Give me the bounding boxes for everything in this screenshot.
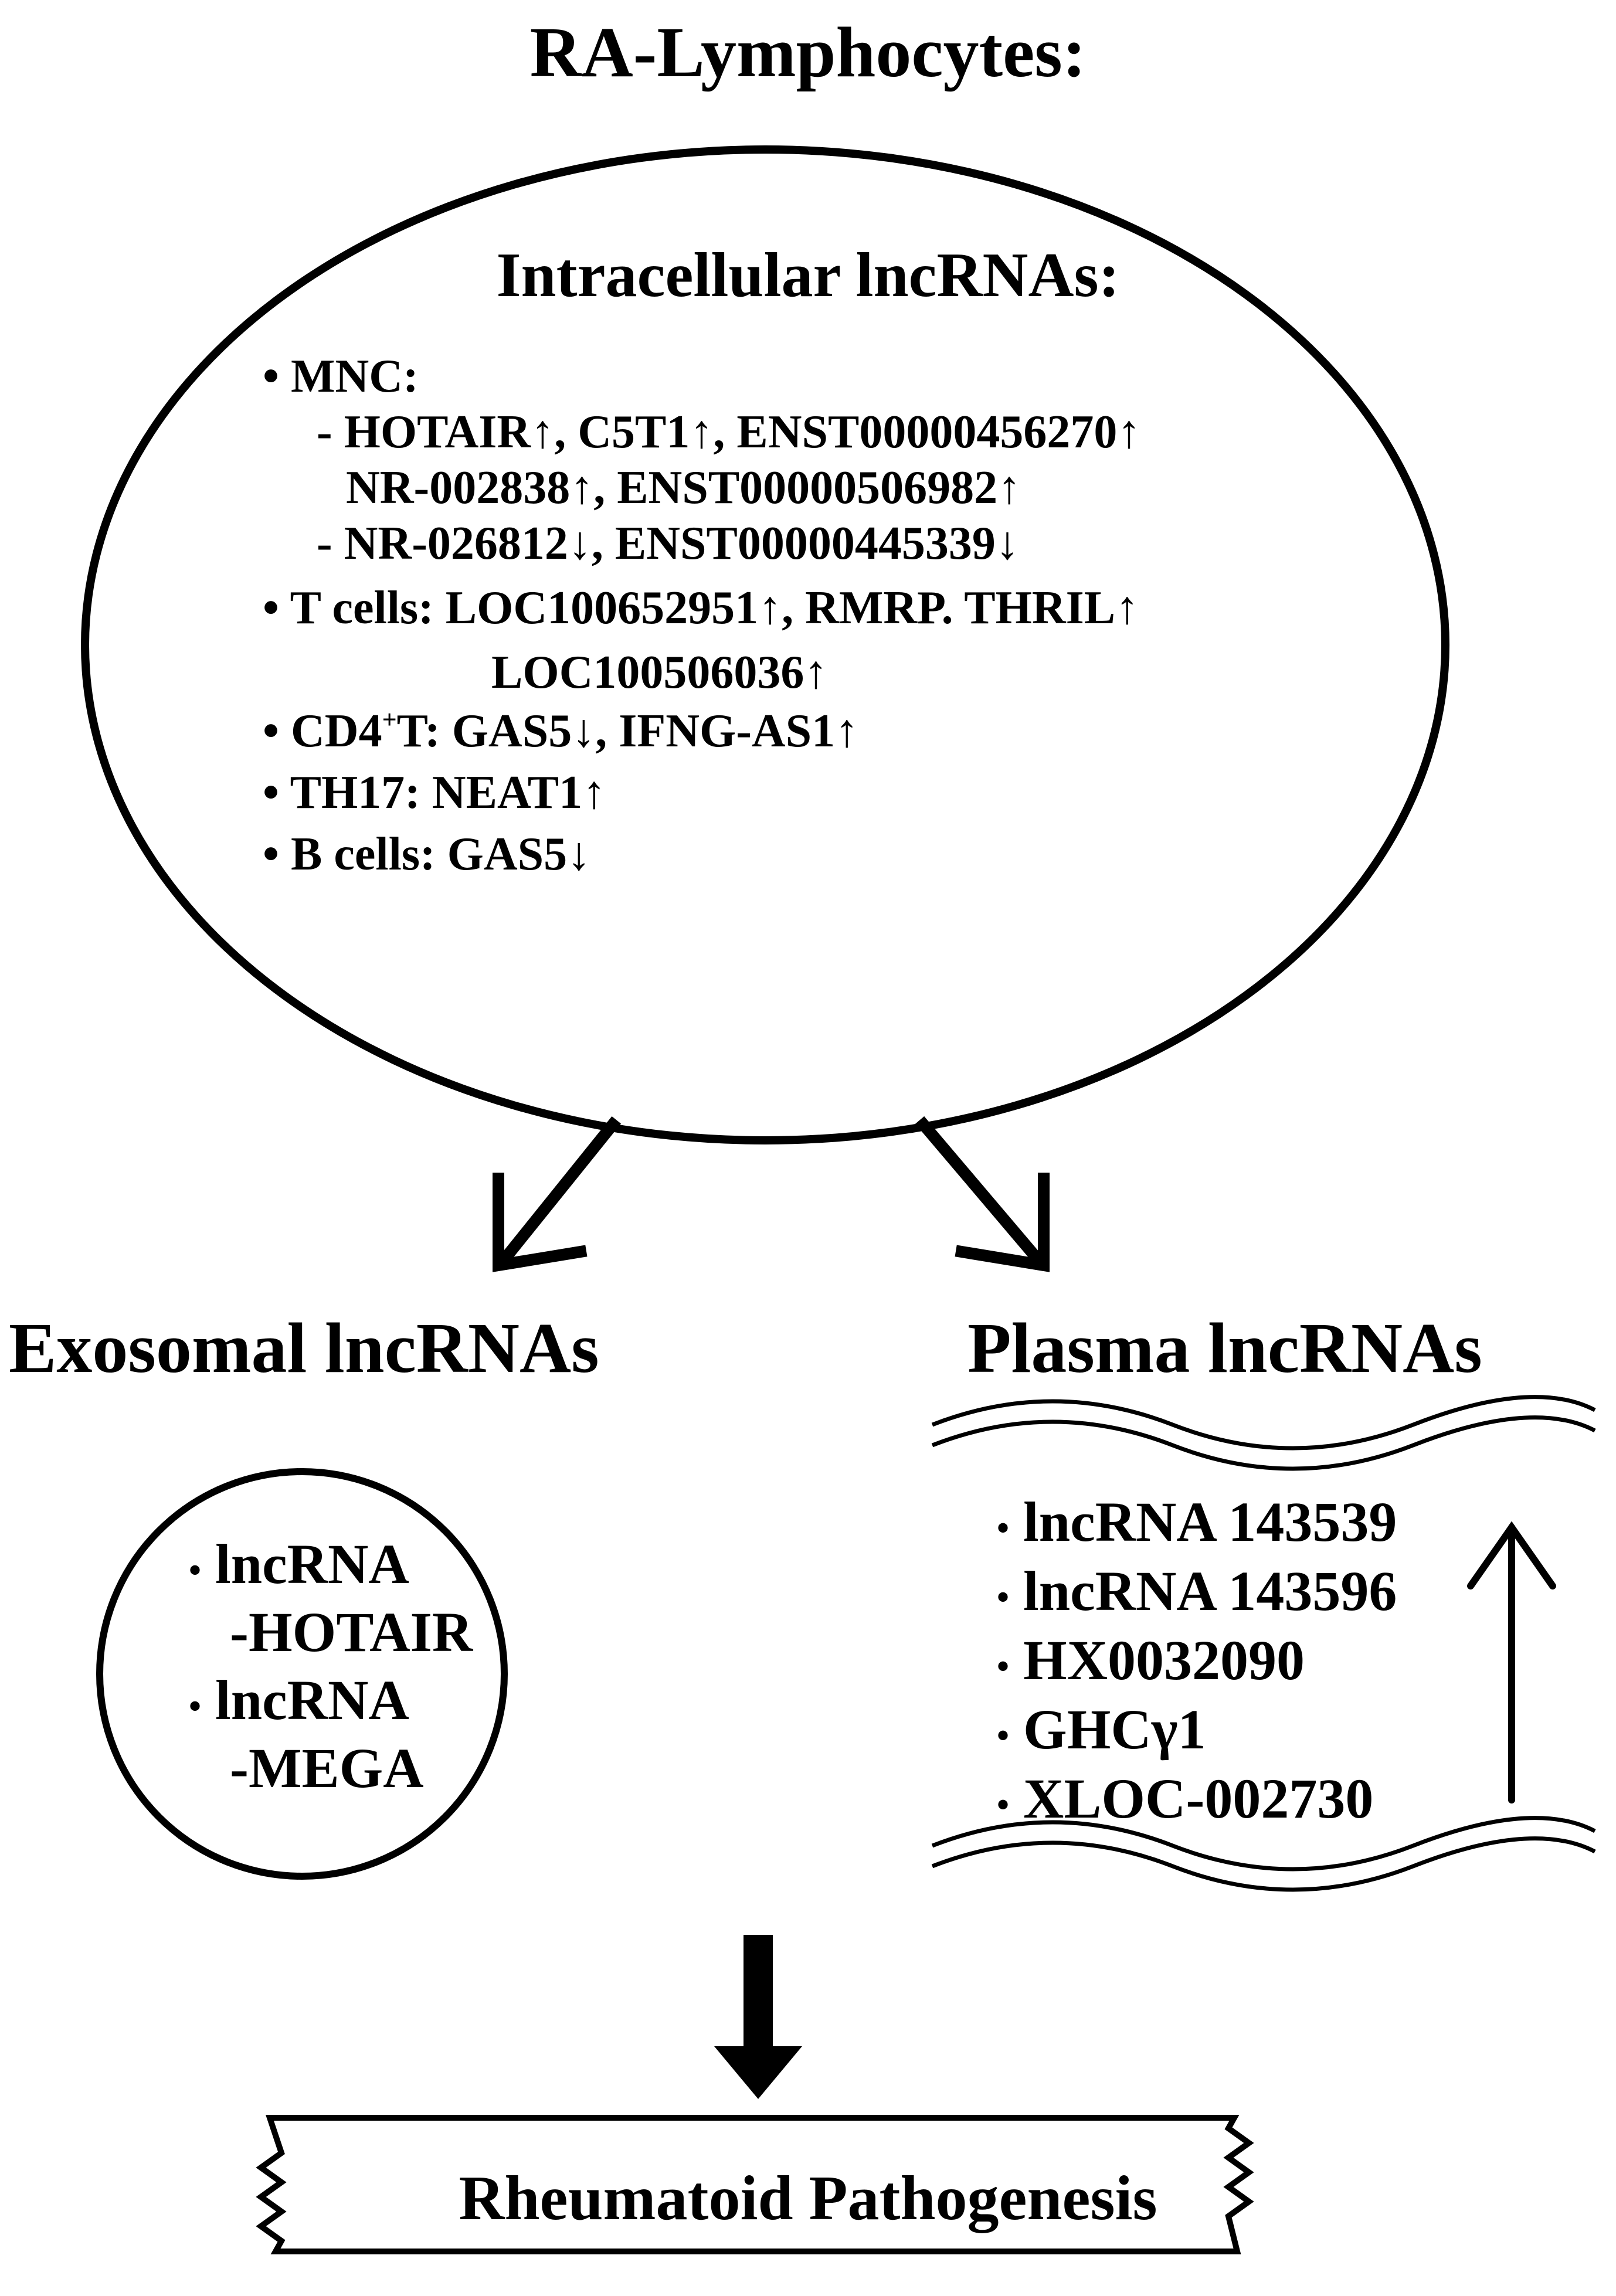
mnc-row: • MNC: xyxy=(263,349,419,404)
mnc-down-line: - NR-026812↓, ENST00000445339↓ xyxy=(317,516,1019,571)
tcells-row: • T cells: LOC100652951↑, RMRP. THRIL↑ xyxy=(263,580,1139,636)
plasma-waves-bottom xyxy=(931,1816,1596,1892)
exosomal-title: Exosomal lncRNAs xyxy=(9,1309,599,1388)
outcome-label: Rheumatoid Pathogenesis xyxy=(459,2163,1157,2233)
intracellular-title: Intracellular lncRNAs: xyxy=(496,240,1120,310)
bullet: • xyxy=(263,351,280,402)
mnc-up-line1: - HOTAIR↑, C5T1↑, ENST00000456270↑ xyxy=(317,405,1140,460)
arrow-to-exosomal xyxy=(493,1116,622,1272)
th17-row: • TH17: NEAT1↑ xyxy=(263,765,606,820)
exosomal-item-1-line1: • lncRNA xyxy=(189,1531,409,1603)
plasma-item-text: XLOC-002730 xyxy=(1023,1767,1374,1830)
cd4-row: • CD4+T: GAS5↓, IFNG-AS1↑ xyxy=(263,704,858,759)
plasma-item: • GHCγ1 xyxy=(997,1697,1206,1768)
lymphocyte-ellipse xyxy=(81,145,1449,1144)
bullet: • xyxy=(997,1577,1010,1616)
bullet: • xyxy=(263,828,280,880)
bullet: • xyxy=(263,582,280,634)
cd4-rest: T: GAS5↓, IFNG-AS1↑ xyxy=(396,705,859,757)
plasma-item: • lncRNA 143596 xyxy=(997,1558,1397,1630)
mnc-up-text1: HOTAIR↑, C5T1↑, ENST00000456270↑ xyxy=(344,406,1141,458)
plasma-title: Plasma lncRNAs xyxy=(967,1309,1482,1388)
plasma-item-text: lncRNA 143539 xyxy=(1023,1490,1397,1553)
cd4-sup: + xyxy=(382,705,397,735)
mnc-down-text: NR-026812↓, ENST00000445339↓ xyxy=(344,518,1019,569)
exosomal-item-2-line2: -MEGA xyxy=(230,1737,424,1799)
bullet: • xyxy=(263,705,280,757)
bullet: • xyxy=(189,1686,202,1726)
plasma-waves-top xyxy=(931,1395,1596,1471)
mnc-up-line2: NR-002838↑, ENST00000506982↑ xyxy=(346,462,1021,514)
bullet: • xyxy=(189,1550,202,1589)
plasma-item-text: HX0032090 xyxy=(1023,1629,1305,1692)
bullet: • xyxy=(997,1785,1010,1824)
plasma-item-text: lncRNA 143596 xyxy=(1023,1560,1397,1622)
dash: - xyxy=(317,518,332,569)
up-arrow-icon xyxy=(1467,1521,1556,1803)
plasma-item: • XLOC-002730 xyxy=(997,1766,1373,1838)
exosomal-item-1-line2: -HOTAIR xyxy=(230,1601,473,1663)
bullet: • xyxy=(997,1716,1010,1755)
arrow-to-outcome xyxy=(714,1935,802,2099)
plasma-item: • HX0032090 xyxy=(997,1628,1305,1699)
exosomal-item-2-line1: • lncRNA xyxy=(189,1667,409,1739)
plasma-item-text: GHCγ1 xyxy=(1023,1698,1206,1761)
outcome-banner xyxy=(256,2115,1254,2254)
dash: - xyxy=(317,406,332,458)
tcells-text: T cells: LOC100652951↑, RMRP. THRIL↑ xyxy=(290,582,1139,634)
bcells-text: B cells: GAS5↓ xyxy=(291,828,591,880)
bullet: • xyxy=(263,767,280,818)
bcells-row: • B cells: GAS5↓ xyxy=(263,827,590,882)
tcells-line2: LOC100506036↑ xyxy=(491,647,828,698)
exosomal-item-label: lncRNA xyxy=(215,1669,409,1731)
exosomal-item-label: lncRNA xyxy=(215,1533,409,1595)
plasma-item: • lncRNA 143539 xyxy=(997,1489,1397,1561)
exosome-circle xyxy=(96,1468,508,1880)
bullet: • xyxy=(997,1646,1010,1686)
page-title: RA-Lymphocytes: xyxy=(529,13,1087,92)
cd4-prefix: CD4 xyxy=(291,705,382,757)
th17-text: TH17: NEAT1↑ xyxy=(290,767,606,818)
bullet: • xyxy=(997,1508,1010,1547)
arrow-to-plasma xyxy=(915,1116,1050,1272)
mnc-label: MNC: xyxy=(291,351,419,402)
